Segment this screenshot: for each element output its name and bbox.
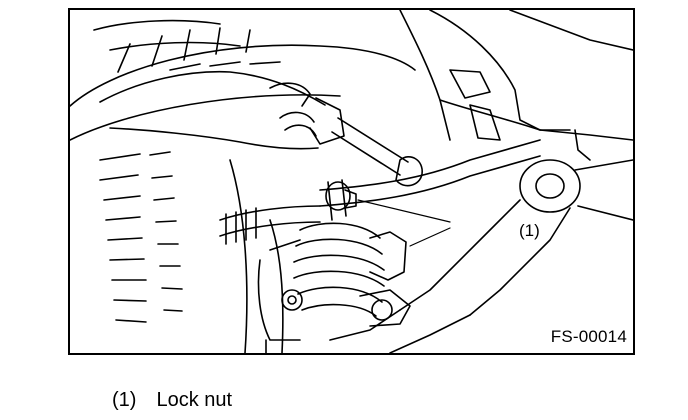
hand-and-wrench-drawing (99, 70, 423, 187)
suspension-illustration (70, 10, 633, 353)
ball-joint-boot-drawing (257, 222, 411, 353)
legend: (1) Lock nut (112, 388, 232, 412)
vehicle-body-drawing (399, 10, 633, 161)
legend-item-number: (1) (112, 389, 137, 411)
stabilizer-link-drawing (219, 139, 541, 245)
lower-arm-drawing (329, 159, 633, 353)
legend-item-text: Lock nut (156, 389, 233, 411)
illustration-frame: (1) FS-00014 (68, 8, 635, 355)
callout-label-1: (1) (518, 221, 541, 240)
figure-id: FS-00014 (550, 327, 627, 346)
tire-drawing (70, 19, 416, 353)
callout-leader-lines (357, 199, 451, 247)
